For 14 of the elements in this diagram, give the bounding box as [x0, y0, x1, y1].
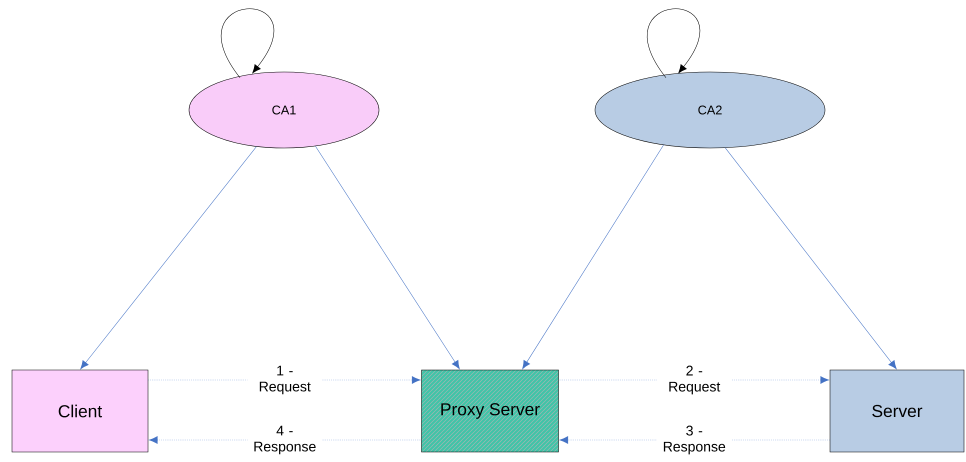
arrow: [522, 144, 664, 370]
edge-label: 4 - Response: [247, 424, 322, 456]
arrow: [221, 8, 274, 78]
edge-label: 3 - Response: [656, 424, 732, 456]
arrow: [80, 146, 257, 370]
arrow: [315, 146, 460, 370]
edge-label: 1 - Request: [247, 364, 322, 396]
arrow: [647, 8, 700, 78]
arrow: [725, 148, 897, 370]
server-box: Server: [830, 370, 964, 452]
client-box: Client: [12, 370, 148, 452]
ellipse-node: CA1: [188, 72, 380, 148]
edge-label: 2 - Request: [656, 364, 732, 396]
ellipse-node: CA2: [594, 72, 826, 148]
